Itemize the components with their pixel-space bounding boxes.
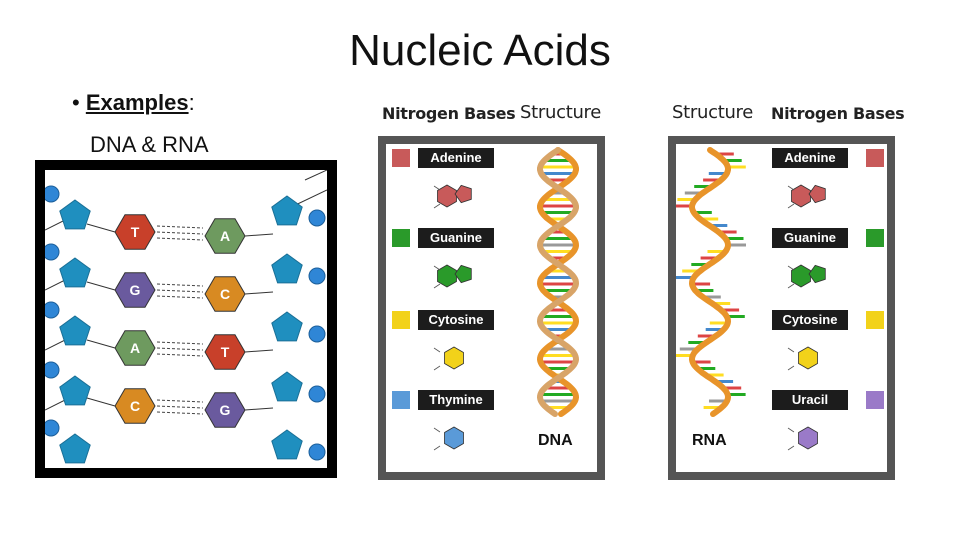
rna-header-bases: Nitrogen Bases <box>771 104 905 123</box>
hydrogen-bond <box>156 411 204 415</box>
base-color-swatch <box>866 391 884 409</box>
molecule-ring <box>444 346 464 370</box>
base-right-letter: C <box>220 286 230 302</box>
left-sugar <box>59 433 91 464</box>
base-name-label: Guanine <box>772 228 848 248</box>
base-name-label: Cytosine <box>418 310 494 330</box>
dna-header-bases: Nitrogen Bases <box>382 104 516 123</box>
base-color-swatch <box>866 311 884 329</box>
right-phosphate <box>308 385 326 403</box>
base-color-swatch <box>392 229 410 247</box>
hydrogen-bond <box>156 237 204 241</box>
slide-title: Nucleic Acids <box>349 26 611 75</box>
base-name-label: Adenine <box>772 148 848 168</box>
bullet-detail: DNA & RNA <box>90 132 209 157</box>
hydrogen-bond <box>156 225 204 229</box>
base-color-swatch <box>392 311 410 329</box>
base-color-swatch <box>392 391 410 409</box>
base-name-label: Adenine <box>418 148 494 168</box>
hydrogen-bond <box>156 295 204 299</box>
hydrogen-bond <box>156 231 204 235</box>
right-sugar <box>271 311 303 342</box>
base-name-label: Guanine <box>418 228 494 248</box>
left-phosphate <box>42 361 60 379</box>
base-right-letter: A <box>220 228 230 244</box>
base-color-swatch <box>392 149 410 167</box>
molecule-ring <box>798 426 818 450</box>
rna-helix-svg <box>676 147 826 451</box>
base-name-label: Thymine <box>418 390 494 410</box>
hydrogen-bond <box>156 399 204 403</box>
hydrogen-bond <box>156 347 204 351</box>
left-sugar <box>59 257 91 288</box>
helix-strand <box>688 147 732 417</box>
rna-header-structure: Structure <box>672 102 754 123</box>
right-phosphate <box>308 325 326 343</box>
helix-strand <box>536 147 580 417</box>
molecule-ring <box>798 346 818 370</box>
base-right-letter: G <box>220 402 231 418</box>
right-sugar <box>271 429 303 460</box>
bullet-examples: • Examples: <box>72 90 195 115</box>
dna-header-structure: Structure <box>520 102 602 123</box>
base-right-G <box>204 392 246 428</box>
left-phosphate <box>42 243 60 261</box>
rna-label: RNA <box>692 432 727 449</box>
bullet-label: Examples <box>85 90 189 115</box>
molecule-ring <box>454 184 472 204</box>
base-left-letter: G <box>130 282 141 298</box>
molecule-ring <box>444 426 464 450</box>
molecule-ring <box>791 184 811 208</box>
helix-strand <box>536 147 580 417</box>
right-phosphate <box>308 267 326 285</box>
hydrogen-bond <box>156 405 204 409</box>
right-phosphate <box>308 209 326 227</box>
molecule-ring <box>791 264 811 288</box>
dna-label: DNA <box>538 432 573 449</box>
base-right-C <box>204 276 246 312</box>
base-name-label: Cytosine <box>772 310 848 330</box>
dna-ladder-svg: T A G C A T C G <box>42 169 328 464</box>
dna-helix-svg <box>433 147 580 451</box>
hydrogen-bond <box>156 353 204 357</box>
base-left-letter: C <box>130 398 140 414</box>
dna-ladder-image: T A G C A T C G <box>35 160 337 478</box>
base-name-label: Uracil <box>772 390 848 410</box>
base-left-letter: A <box>130 340 140 356</box>
right-phosphate <box>308 443 326 461</box>
molecule-ring <box>437 184 457 208</box>
right-sugar <box>271 253 303 284</box>
hydrogen-bond <box>156 289 204 293</box>
base-color-swatch <box>866 229 884 247</box>
hydrogen-bond <box>156 283 204 287</box>
base-right-T <box>204 334 246 370</box>
left-sugar <box>59 315 91 346</box>
molecule-ring <box>808 184 826 204</box>
left-sugar <box>59 375 91 406</box>
right-sugar <box>271 195 303 226</box>
molecule-ring <box>454 264 472 284</box>
molecule-ring <box>808 264 826 284</box>
left-phosphate <box>42 185 60 203</box>
base-left-letter: T <box>131 224 140 240</box>
left-sugar <box>59 199 91 230</box>
left-phosphate <box>42 301 60 319</box>
base-right-letter: T <box>221 344 230 360</box>
hydrogen-bond <box>156 341 204 345</box>
base-right-A <box>204 218 246 254</box>
molecule-ring <box>437 264 457 288</box>
base-color-swatch <box>866 149 884 167</box>
right-sugar <box>271 371 303 402</box>
left-phosphate <box>42 419 60 437</box>
